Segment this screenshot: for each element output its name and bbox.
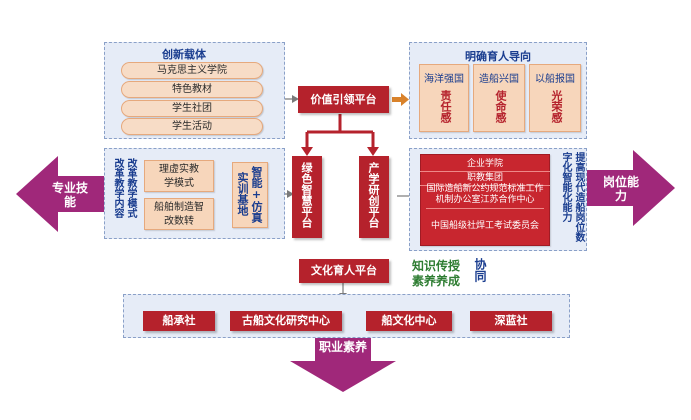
- synergy-tag: 协同: [473, 258, 487, 282]
- orientation-card-1: [419, 64, 469, 132]
- orientation-card-1-top: 海洋强国: [424, 74, 464, 85]
- bottom-arrow-shape: [290, 330, 396, 392]
- enterprise-list-box: [420, 154, 550, 246]
- smart-simulation-label: 智能+仿真: [250, 166, 263, 223]
- industry-research-platform-box: [359, 156, 389, 238]
- orientation-card-1-bottom: 责任感: [439, 90, 452, 123]
- reform-mode-label: 改革教学模式: [125, 158, 136, 218]
- right-arrow-label: 岗位能力: [602, 175, 639, 203]
- orientation-card-3: [529, 64, 581, 132]
- orientation-card-3-bottom: 光荣感: [550, 90, 563, 123]
- bottom-item-deep-blue-club: 深蓝社: [470, 311, 552, 331]
- culture-education-platform: 文化育人平台: [299, 259, 389, 283]
- carrier-item-marxism-school: 马克思主义学院: [121, 62, 263, 79]
- orientation-card-3-top: 以船报国: [535, 74, 575, 85]
- knowledge-transfer-label: 知识传授: [412, 259, 461, 273]
- reform-content-label: 改革教学内容: [112, 158, 123, 218]
- bottom-arrow-label: 职业素养: [318, 340, 367, 354]
- bottom-item-ancient-ship-center: 古船文化研究中心: [230, 311, 342, 331]
- value-guidance-platform: 价值引领平台: [298, 86, 389, 113]
- smart-transform-box: 船舶制造智改数转: [144, 198, 214, 230]
- training-base-box: [232, 162, 268, 228]
- left-arrow-shape: [16, 156, 104, 232]
- carrier-item-student-club: 学生社团: [121, 100, 263, 117]
- literacy-cultivation-label: 素养养成: [412, 274, 461, 288]
- innovation-carrier-title: 创新载体: [162, 48, 206, 61]
- green-smart-platform: 绿色智慧平台: [300, 162, 313, 228]
- enterprise-item-welder-committee: 中国船级社焊工考试委员会: [430, 221, 539, 231]
- bottom-item-ship-culture-center: 船文化中心: [366, 311, 452, 331]
- education-orientation-title: 明确育人导向: [465, 50, 531, 63]
- bottom-item-chuancheng-club: 船承社: [143, 311, 215, 331]
- enterprise-item-college: 企业学院: [420, 156, 550, 172]
- left-arrow-label: 专业技能: [51, 181, 88, 209]
- carrier-item-textbook: 特色教材: [121, 81, 263, 98]
- training-base-label: 实训基地: [236, 172, 249, 216]
- orientation-card-2-bottom: 使命感: [494, 90, 507, 123]
- orientation-card-2-top: 造船兴国: [479, 74, 519, 85]
- right-arrow-shape: [586, 150, 675, 226]
- carrier-item-student-activity: 学生活动: [121, 118, 263, 135]
- industry-research-platform: 产学研创平台: [367, 162, 380, 228]
- green-smart-platform-box: [292, 156, 322, 238]
- enterprise-item-group: 职教集团: [420, 170, 550, 186]
- orientation-card-2: [473, 64, 525, 132]
- enterprise-item-office: 国际造船新公约规范标准工作机制办公室江苏合作中心: [426, 184, 544, 209]
- position-capability-label: 提高现代造船岗位数字化智能化能力: [560, 152, 584, 242]
- virtual-real-teaching-box: 理虚实教学模式: [144, 160, 214, 192]
